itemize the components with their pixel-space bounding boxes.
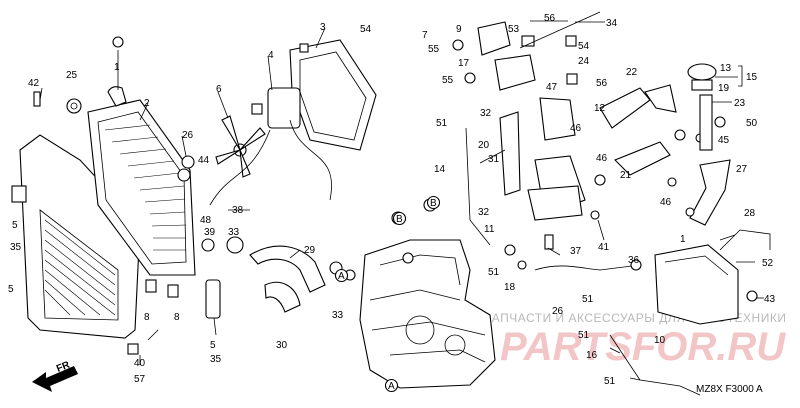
callout-4-10: 4 bbox=[268, 50, 274, 61]
group-label-15: 15 bbox=[746, 72, 758, 83]
callout-9-27: 9 bbox=[456, 24, 462, 35]
callout-12-43: 12 bbox=[594, 103, 606, 114]
callout-b-72: B bbox=[396, 214, 403, 225]
callout-52-62: 52 bbox=[762, 258, 774, 269]
callout-1-3: 1 bbox=[114, 62, 120, 73]
callout-35-5: 35 bbox=[10, 242, 22, 253]
callout-47-41: 47 bbox=[546, 82, 558, 93]
callout-37-60: 37 bbox=[570, 246, 582, 257]
radiator-shroud bbox=[11, 134, 141, 339]
callout-40-20: 40 bbox=[134, 358, 146, 369]
callout-30-24: 30 bbox=[276, 340, 288, 351]
callout-36-61: 36 bbox=[628, 255, 640, 266]
reservoir-tank bbox=[654, 63, 758, 325]
callout-39-15: 39 bbox=[204, 227, 216, 238]
callout-24-34: 24 bbox=[578, 56, 590, 67]
callout-21-52: 21 bbox=[620, 170, 632, 181]
callout-32-54: 32 bbox=[478, 207, 490, 218]
callout-35-23: 35 bbox=[210, 354, 222, 365]
callout-34-30: 34 bbox=[606, 18, 618, 29]
callout-26-7: 26 bbox=[182, 130, 194, 141]
callout-43-67: 43 bbox=[764, 294, 776, 305]
callout-marker-b-72 bbox=[392, 211, 407, 226]
callout-23-39: 23 bbox=[734, 98, 746, 109]
callout-7-26: 7 bbox=[422, 30, 428, 41]
cooling-fan bbox=[209, 39, 377, 206]
front-direction-arrow: FR bbox=[32, 359, 78, 392]
radiator bbox=[33, 36, 196, 298]
water-hoses-left bbox=[127, 236, 356, 355]
callout-33-25: 33 bbox=[332, 310, 344, 321]
callout-5-4: 5 bbox=[12, 220, 18, 231]
callout-51-68: 51 bbox=[578, 330, 590, 341]
group-bracket bbox=[738, 65, 743, 87]
callout-29-17: 29 bbox=[304, 245, 316, 256]
callout-22-36: 22 bbox=[626, 67, 638, 78]
front-marker-label: FR bbox=[55, 359, 72, 374]
callout-11-55: 11 bbox=[484, 224, 495, 235]
callout-18-64: 18 bbox=[504, 282, 516, 293]
callout-48-13: 48 bbox=[200, 215, 212, 226]
callout-33-16: 33 bbox=[228, 227, 240, 238]
callout-46-58: 46 bbox=[660, 197, 672, 208]
callout-54-33: 54 bbox=[578, 41, 590, 52]
watermark-caption: ЗАПЧАСТИ И АКСЕССУАРЫ ДЛЯ МОТОТЕХНИКИ bbox=[484, 311, 786, 325]
callout-26-65: 26 bbox=[552, 306, 564, 317]
callout-a-74: A bbox=[338, 271, 345, 282]
callout-marker-a-75 bbox=[384, 378, 399, 393]
callout-b-73: B bbox=[430, 198, 437, 209]
callout-55-31: 55 bbox=[428, 44, 440, 55]
callout-51-66: 51 bbox=[582, 294, 594, 305]
callout-31-49: 31 bbox=[488, 154, 500, 165]
callout-51-44: 51 bbox=[436, 118, 448, 129]
callout-45-48: 45 bbox=[718, 135, 730, 146]
callout-8-19: 8 bbox=[174, 312, 180, 323]
watermark-logo: PARTSFOR.RU bbox=[500, 325, 786, 369]
engine bbox=[359, 198, 496, 389]
callout-42-0: 42 bbox=[28, 78, 40, 89]
callout-46-46: 46 bbox=[570, 123, 582, 134]
callout-5-22: 5 bbox=[210, 340, 216, 351]
callout-38-14: 38 bbox=[232, 205, 244, 216]
callout-44-8: 44 bbox=[198, 155, 210, 166]
callout-19-38: 19 bbox=[718, 83, 730, 94]
callout-50-47: 50 bbox=[746, 118, 758, 129]
callout-2-2: 2 bbox=[144, 98, 150, 109]
callout-6-9: 6 bbox=[216, 84, 222, 95]
callout-10-69: 10 bbox=[654, 335, 666, 346]
callout-57-21: 57 bbox=[134, 374, 146, 385]
callout-marker-b-73 bbox=[426, 195, 441, 210]
callout-51-63: 51 bbox=[488, 267, 500, 278]
callout-27-53: 27 bbox=[736, 164, 748, 175]
callout-56-40: 56 bbox=[596, 78, 608, 89]
callout-1-59: 1 bbox=[680, 234, 686, 245]
callout-8-18: 8 bbox=[144, 312, 150, 323]
callout-56-29: 56 bbox=[544, 13, 556, 24]
callout-55-35: 55 bbox=[442, 75, 454, 86]
callout-41-56: 41 bbox=[598, 242, 610, 253]
thermostat-housing bbox=[452, 11, 601, 250]
callout-25-1: 25 bbox=[66, 70, 78, 81]
callout-3-11: 3 bbox=[320, 22, 326, 33]
callout-32-42: 32 bbox=[480, 108, 492, 119]
callout-16-70: 16 bbox=[586, 350, 598, 361]
diagram-code: MZ8X F3000 A bbox=[696, 384, 763, 395]
callout-13-37: 13 bbox=[720, 63, 732, 74]
callout-20-45: 20 bbox=[478, 140, 490, 151]
callout-51-71: 51 bbox=[604, 376, 616, 387]
leader-lines bbox=[39, 20, 764, 381]
callout-marker-a-74 bbox=[334, 268, 349, 283]
callout-14-51: 14 bbox=[434, 164, 446, 175]
callout-46-50: 46 bbox=[596, 153, 608, 164]
callout-53-28: 53 bbox=[508, 24, 520, 35]
callout-a-75: A bbox=[388, 381, 395, 392]
callout-17-32: 17 bbox=[458, 58, 470, 69]
callout-54-12: 54 bbox=[360, 24, 372, 35]
callout-28-57: 28 bbox=[744, 208, 756, 219]
callout-5-6: 5 bbox=[8, 284, 14, 295]
